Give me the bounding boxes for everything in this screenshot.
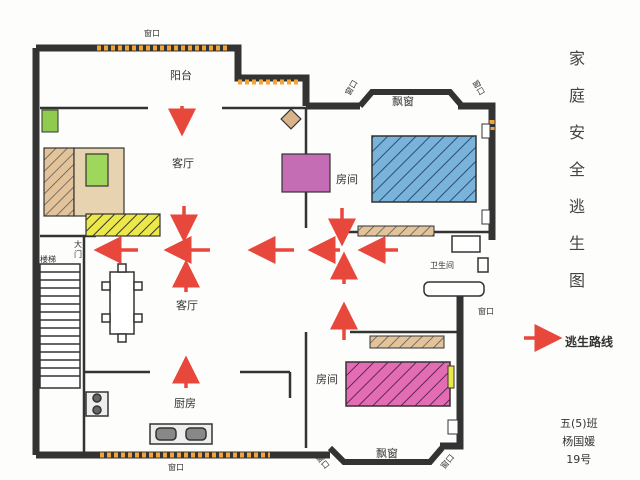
title-char: 安 [568, 123, 585, 142]
dining-table [101, 263, 143, 343]
stairs [39, 263, 81, 389]
title-char: 全 [568, 160, 585, 179]
window-label-bottom: 窗口 [168, 463, 184, 472]
bedroom-top-label: 房间 [336, 173, 358, 186]
balcony-label: 阳台 [170, 69, 192, 82]
door-label: 大门 [74, 240, 82, 259]
living-bottom-label: 客厅 [176, 299, 198, 312]
balcony-planter [41, 109, 59, 133]
diagram-title: 家 庭 安 全 逃 生 图 [565, 40, 589, 299]
bay-window-top-label: 飘窗 [392, 95, 414, 108]
bathroom-fixtures [423, 235, 489, 297]
title-char: 逃 [568, 197, 585, 216]
living-cabinet [43, 147, 161, 237]
kitchen-fixtures [85, 391, 213, 445]
bathroom-label: 卫生间 [430, 261, 454, 270]
signature-number: 19号 [566, 453, 592, 466]
kitchen-label: 厨房 [174, 397, 196, 410]
window-label-top: 窗口 [144, 29, 160, 38]
title-char: 生 [568, 234, 585, 253]
bedroom-bottom-label: 房间 [316, 373, 338, 386]
legend-label: 逃生路线 [565, 335, 614, 349]
title-char: 家 [568, 49, 585, 68]
signature: 五(5)班 杨国媛 19号 [560, 415, 598, 469]
title-char: 图 [568, 271, 585, 290]
signature-name: 杨国媛 [562, 435, 596, 448]
stairs-label: 楼梯 [40, 255, 56, 264]
signature-class: 五(5)班 [560, 417, 598, 430]
living-top-label: 客厅 [172, 157, 194, 170]
escape-arrows [93, 106, 563, 388]
bedroom-top-furniture [280, 108, 491, 237]
bay-window-bottom-label: 飘窗 [376, 447, 398, 460]
window-label-right3: 窗口 [478, 307, 494, 316]
bay-window-bottom [327, 445, 445, 465]
bedroom-bottom-furniture [345, 335, 459, 435]
windows [97, 45, 495, 458]
title-char: 庭 [568, 86, 585, 105]
bay-window-top [357, 89, 465, 108]
